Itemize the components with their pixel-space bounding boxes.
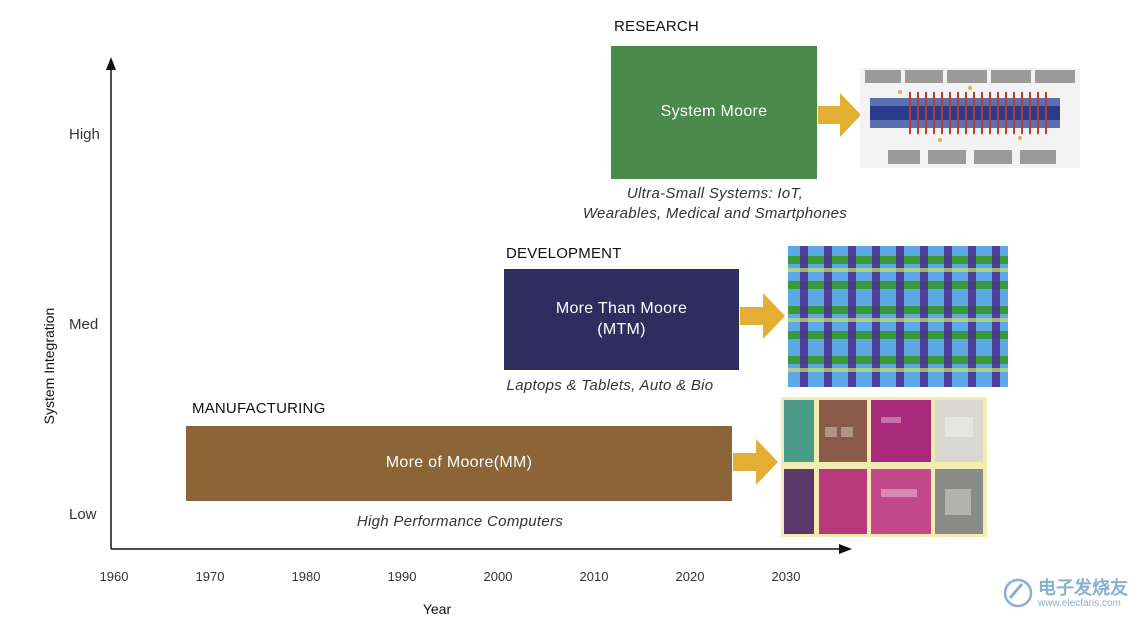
x-tick: 1980 xyxy=(291,569,321,584)
x-tick: 1990 xyxy=(387,569,417,584)
research-arrow xyxy=(818,93,861,137)
y-tick-med: Med xyxy=(69,316,99,333)
system-moore-label: System Moore xyxy=(660,103,768,121)
research-caption-line2: Wearables, Medical and Smartphones xyxy=(582,205,848,222)
chip-die-photos-image xyxy=(781,397,987,537)
watermark-url: www.elecfans.com xyxy=(1038,598,1121,609)
x-tick: 2030 xyxy=(771,569,801,584)
system-block-diagram-image xyxy=(860,68,1080,168)
manufacturing-title: MANUFACTURING xyxy=(192,400,326,417)
research-title: RESEARCH xyxy=(614,18,699,35)
x-tick: 2020 xyxy=(675,569,705,584)
mtm-chip-grid-image xyxy=(788,246,1008,387)
development-arrow xyxy=(740,293,785,339)
y-tick-high: High xyxy=(69,126,100,143)
system-moore-box: System Moore xyxy=(611,46,817,179)
x-tick: 2000 xyxy=(483,569,513,584)
more-than-moore-label: More Than Moore xyxy=(555,299,688,317)
y-tick-low: Low xyxy=(69,506,97,523)
watermark-logo-icon xyxy=(1003,578,1033,608)
x-axis-label: Year xyxy=(422,601,452,617)
development-caption: Laptops & Tablets, Auto & Bio xyxy=(506,377,714,394)
y-axis-label: System Integration xyxy=(41,286,57,446)
mtm-label: (MTM) xyxy=(597,320,646,338)
research-caption-line1: Ultra-Small Systems: IoT, xyxy=(626,185,804,202)
more-than-moore-box: More Than Moore (MTM) xyxy=(504,269,739,370)
x-tick: 1960 xyxy=(99,569,129,584)
watermark: 电子发烧友 www.elecfans.com xyxy=(1000,572,1140,616)
manufacturing-arrow xyxy=(733,439,778,485)
x-tick: 1970 xyxy=(195,569,225,584)
manufacturing-caption: High Performance Computers xyxy=(356,513,564,530)
development-title: DEVELOPMENT xyxy=(506,245,622,262)
x-axis-arrowhead xyxy=(839,544,852,554)
y-axis-arrowhead xyxy=(106,57,116,70)
more-of-moore-label: More of Moore(MM) xyxy=(385,454,533,472)
more-of-moore-box: More of Moore(MM) xyxy=(186,426,732,501)
x-tick: 2010 xyxy=(579,569,609,584)
watermark-text: 电子发烧友 xyxy=(1038,578,1128,599)
y-axis-label-text: System Integration xyxy=(41,307,57,425)
research-caption: Ultra-Small Systems: IoT, Wearables, Med… xyxy=(540,184,890,224)
